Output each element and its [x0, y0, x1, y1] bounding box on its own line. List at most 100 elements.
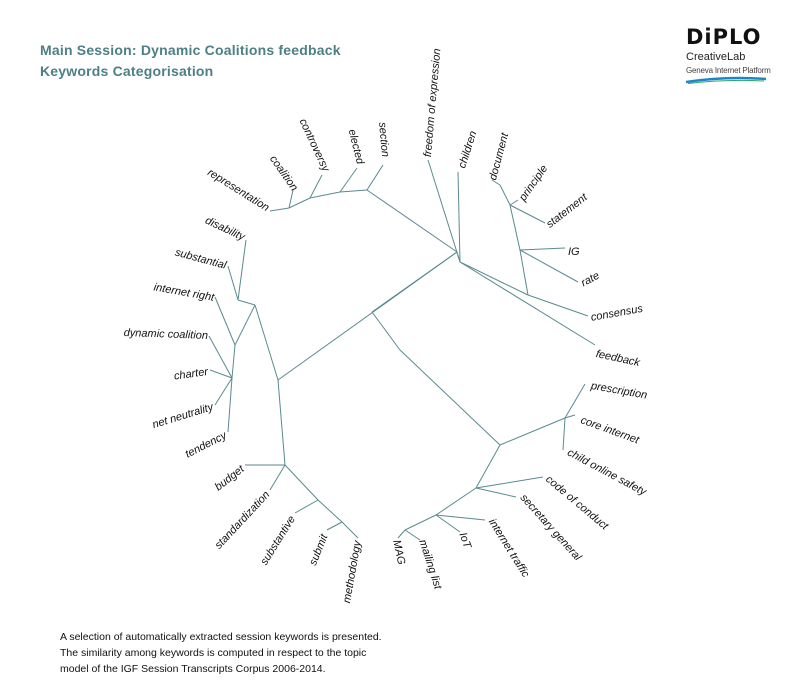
logo-swoosh-icon	[686, 76, 766, 84]
keyword-label: disability	[203, 215, 248, 244]
leaf-branch-line	[339, 167, 358, 193]
branch-line	[459, 261, 529, 296]
branch-line	[277, 379, 286, 466]
keyword-label: representation	[205, 167, 271, 214]
branch-line	[231, 344, 236, 379]
keyword-label: children	[456, 129, 479, 169]
branch-line	[399, 349, 501, 446]
leaf-branch-line	[341, 521, 359, 539]
keyword-label: submit	[307, 532, 331, 567]
caption: A selection of automatically extracted s…	[60, 629, 382, 677]
branch-line	[499, 417, 566, 446]
leaf-branch-line	[475, 476, 544, 489]
leaf-branch-line	[435, 514, 486, 521]
chart-title: Main Session: Dynamic Coalitions feedbac…	[40, 40, 341, 82]
keyword-label: methodology	[341, 538, 364, 604]
branch-line	[309, 191, 341, 199]
leaf-branch-line	[435, 514, 461, 533]
keyword-label: consensus	[590, 303, 644, 324]
branch-line	[509, 204, 521, 251]
keyword-label: MAG	[390, 539, 407, 566]
keyword-label: mailing list	[416, 538, 444, 591]
leaf-branch-line	[509, 204, 546, 224]
keyword-label: substantial	[174, 247, 228, 272]
diplo-logo: DiPLO CreativeLab Geneva Internet Platfo…	[686, 25, 771, 84]
logo-wordmark: DiPLO	[686, 25, 762, 49]
keyword-label: substantive	[258, 514, 298, 568]
leaf-branch-line	[519, 249, 579, 283]
branch-line	[435, 487, 477, 516]
leaf-branch-line	[269, 464, 286, 491]
leaf-branch-line	[309, 174, 323, 199]
leaf-branch-line	[519, 247, 566, 251]
dendrogram-branches	[208, 159, 596, 541]
keyword-label: coalition	[267, 153, 300, 193]
branch-line	[317, 499, 343, 523]
leaf-branch-line	[404, 529, 421, 541]
caption-line-2: The similarity among keywords is compute…	[60, 647, 367, 659]
leaf-branch-line	[214, 296, 236, 346]
branch-line	[499, 184, 511, 206]
leaf-branch-line	[491, 179, 501, 186]
keyword-label: statement	[544, 191, 590, 231]
dendrogram-labels: feedback consensus rate IG statementprincipl…	[123, 48, 649, 604]
title-line-1: Main Session: Dynamic Coalitions feedbac…	[40, 42, 341, 58]
keyword-label: core internet	[579, 414, 641, 447]
leaf-branch-line	[397, 529, 406, 539]
leaf-branch-line	[562, 417, 566, 451]
keyword-label: child online safety	[565, 447, 649, 499]
keyword-label: principle	[516, 163, 550, 204]
leaf-branch-line	[459, 261, 596, 346]
keyword-label: elected	[346, 128, 366, 166]
branch-line	[366, 189, 458, 253]
branch-line	[475, 444, 501, 489]
keyword-label: tendency	[183, 429, 230, 461]
keyword-label: prescription	[589, 380, 648, 402]
leaf-branch-line	[288, 189, 294, 209]
caption-line-1: A selection of automatically extracted s…	[60, 631, 382, 643]
leaf-branch-line	[564, 414, 576, 419]
leaf-branch-line	[269, 207, 290, 212]
keyword-label: dynamic coalition	[123, 327, 208, 342]
leaf-branch-line	[564, 383, 586, 419]
leaf-branch-line	[209, 369, 233, 379]
leaf-branch-line	[457, 171, 461, 263]
keyword-label: internet traffic	[486, 517, 532, 580]
keyword-label: budget	[213, 463, 248, 494]
keyword-label: net neutrality	[151, 401, 216, 431]
leaf-branch-line	[294, 499, 319, 514]
branch-line	[288, 197, 311, 209]
logo-tagline: Geneva Internet Platform	[686, 66, 771, 75]
leaf-branch-line	[427, 159, 461, 263]
leaf-branch-line	[227, 265, 239, 301]
title-line-2: Keywords Categorisation	[40, 63, 214, 79]
keyword-label: feedback	[595, 348, 642, 369]
branch-line	[339, 189, 368, 193]
branch-line	[254, 304, 279, 381]
leaf-branch-line	[208, 335, 233, 379]
leaf-branch-line	[326, 521, 343, 531]
keyword-label: IG	[568, 246, 580, 258]
keyword-label: document	[487, 131, 511, 182]
leaf-branch-line	[366, 164, 384, 191]
logo-subtitle: CreativeLab	[686, 51, 746, 63]
branch-line	[519, 249, 529, 296]
leaf-branch-line	[214, 377, 233, 406]
branch-line	[371, 311, 401, 351]
keyword-label: internet right	[153, 281, 216, 304]
keyword-label: rate	[579, 270, 601, 290]
leaf-branch-line	[227, 377, 233, 433]
keyword-label: IoT	[456, 531, 473, 551]
leaf-branch-line	[237, 239, 247, 301]
branch-line	[237, 299, 256, 306]
keyword-label: standardization	[213, 489, 273, 552]
leaf-branch-line	[509, 199, 519, 206]
branch-line	[404, 514, 437, 531]
leaf-branch-line	[527, 294, 589, 317]
keyword-label: freedom of expression	[422, 48, 443, 157]
branch-line	[284, 464, 319, 501]
keyword-label: controversy	[297, 117, 333, 175]
keyword-label: charter	[173, 366, 210, 383]
caption-line-3: model of the IGF Session Transcripts Cor…	[60, 663, 326, 675]
